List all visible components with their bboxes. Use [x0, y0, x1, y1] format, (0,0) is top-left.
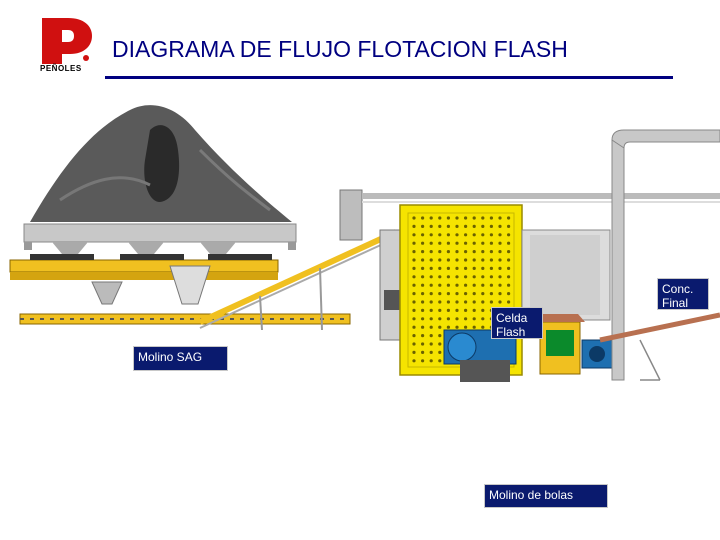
- overhead-conveyor: [362, 193, 720, 203]
- concentrate-pipe: [611, 129, 720, 381]
- pump: [581, 339, 613, 369]
- final-conveyor: [599, 312, 720, 381]
- flash-cell-perforations: [412, 216, 511, 363]
- logo-wordmark: PEÑOLES: [40, 64, 82, 73]
- page-title: DIAGRAMA DE FLUJO FLOTACION FLASH: [112, 36, 568, 62]
- apron-feeders: [9, 254, 279, 280]
- label-molino-de-bolas: Molino de bolas: [484, 484, 608, 508]
- label-conc-final: Conc. Final: [657, 278, 709, 310]
- hoppers: [91, 265, 211, 305]
- floor-conveyor: [19, 313, 351, 325]
- label-molino-sag: Molino SAG: [133, 346, 228, 371]
- penoles-logo: [42, 18, 92, 64]
- inclined-conveyor: [198, 229, 398, 331]
- plant-illustration: [9, 105, 720, 382]
- tank: [521, 229, 611, 321]
- ore-stockpile: [30, 105, 292, 222]
- control-house: [535, 314, 585, 375]
- stockpile-platform: [23, 223, 297, 254]
- label-celda-flash: Celda Flash: [491, 307, 543, 339]
- ball-mill-motor: [443, 329, 517, 382]
- title-underline: [105, 76, 673, 79]
